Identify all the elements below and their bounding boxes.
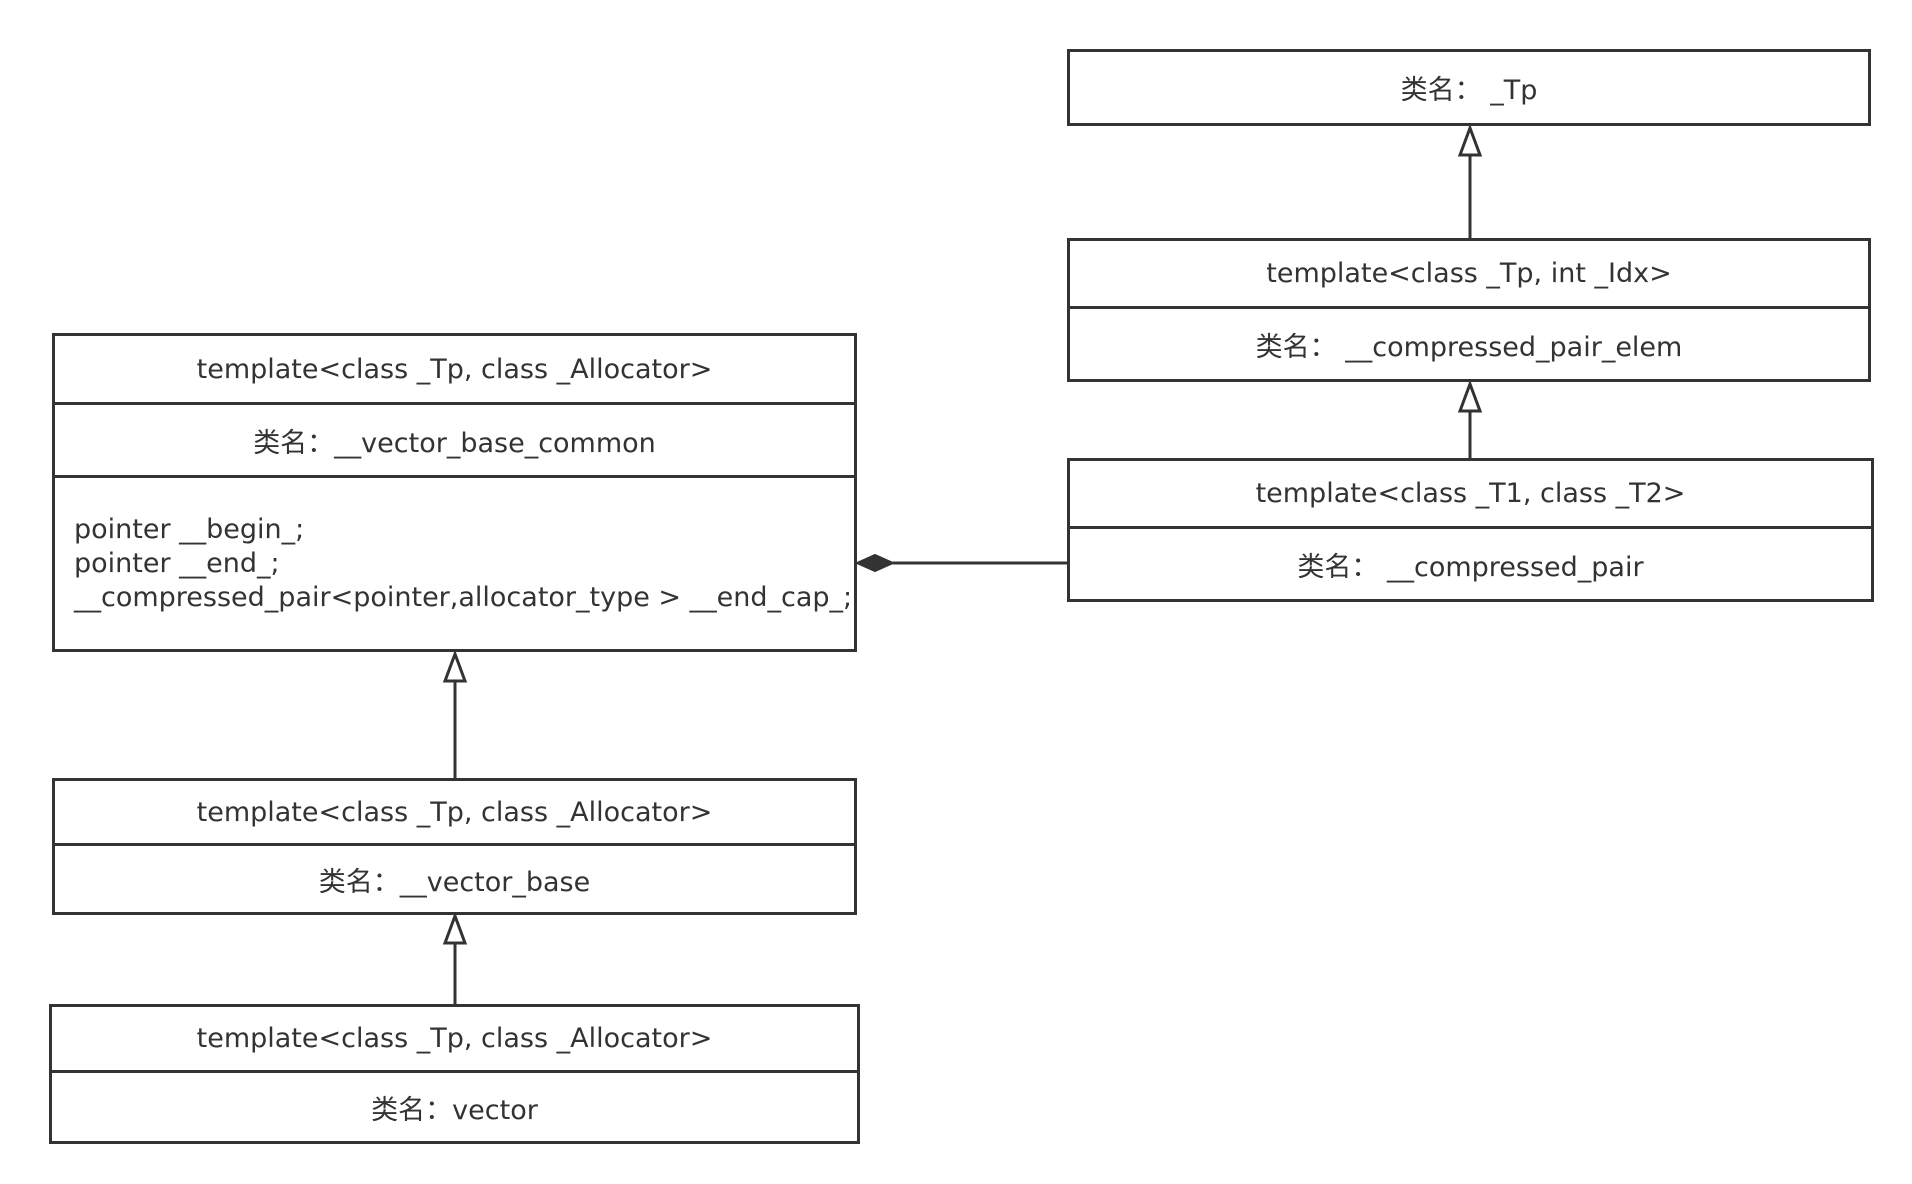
- class-name-vector-base-common: 类名：__vector_base_common: [55, 402, 854, 475]
- class-name-compressed-pair: 类名： __compressed_pair: [1070, 526, 1871, 599]
- template-signature-compressed-pair: template<class _T1, class _T2>: [1255, 478, 1686, 509]
- attribute-end-cap: __compressed_pair<pointer,allocator_type…: [74, 581, 853, 613]
- attribute-begin: pointer __begin_;: [74, 513, 305, 545]
- generalization-arrowhead-elem: [1457, 379, 1483, 413]
- generalization-arrowhead-tp: [1457, 123, 1483, 157]
- class-box-compressed-pair-elem: template<class _Tp, int _Idx> 类名： __comp…: [1067, 238, 1871, 382]
- generalization-arrowhead-common: [442, 649, 468, 683]
- template-signature-vector-base-common: template<class _Tp, class _Allocator>: [196, 353, 713, 385]
- attribute-end: pointer __end_;: [74, 547, 280, 579]
- class-box-vector-base: template<class _Tp, class _Allocator> 类名…: [52, 778, 857, 915]
- template-signature-vector-base: template<class _Tp, class _Allocator>: [196, 796, 713, 828]
- class-box-compressed-pair: template<class _T1, class _T2> 类名： __com…: [1067, 458, 1874, 602]
- attributes-compartment: pointer __begin_; pointer __end_; __comp…: [55, 475, 854, 649]
- class-name-vector-base: 类名：__vector_base: [55, 843, 854, 912]
- composition-diamond: [854, 553, 896, 573]
- template-signature-compressed-pair-elem: template<class _Tp, int _Idx>: [1266, 258, 1672, 289]
- class-box-vector-base-common: template<class _Tp, class _Allocator> 类名…: [52, 333, 857, 652]
- class-box-vector: template<class _Tp, class _Allocator> 类名…: [49, 1004, 860, 1144]
- class-name-tp: 类名： _Tp: [1400, 75, 1538, 106]
- class-name-vector: 类名：vector: [52, 1070, 857, 1141]
- class-box-tp: 类名： _Tp: [1067, 49, 1871, 126]
- template-signature-vector: template<class _Tp, class _Allocator>: [196, 1023, 713, 1054]
- generalization-arrowhead-base: [442, 911, 468, 945]
- class-name-compressed-pair-elem: 类名： __compressed_pair_elem: [1070, 306, 1868, 379]
